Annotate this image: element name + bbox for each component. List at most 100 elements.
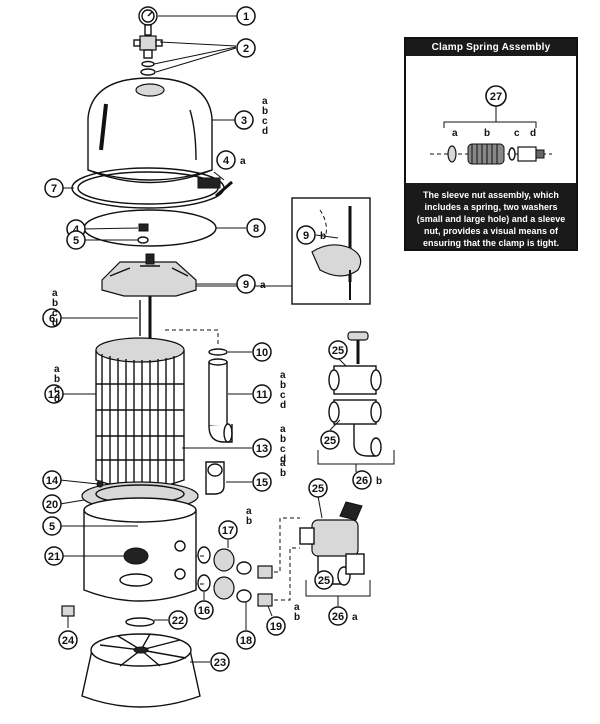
callout-variant-b: b: [262, 106, 268, 117]
callout-circle: [246, 218, 266, 238]
inset-label-c: c: [514, 128, 520, 139]
callout-circle: [252, 384, 272, 404]
inset-caption: The sleeve nut assembly, which includes …: [406, 183, 576, 249]
callout-number: 5: [73, 235, 79, 247]
callout-variant-b: b: [52, 298, 58, 309]
outlet-elbow-drawing: [205, 461, 225, 495]
callout-5: 5: [42, 516, 62, 536]
callout-circle: [194, 600, 214, 620]
callout-number: 25: [312, 483, 324, 495]
callout-number: 12: [48, 389, 60, 401]
callout-14: 14: [42, 470, 62, 490]
callout-21: 21: [44, 546, 64, 566]
callout-circle: [352, 470, 372, 490]
callout-circle: [44, 384, 64, 404]
callout-circle: [218, 520, 238, 540]
nut-washer-drawing: [137, 223, 149, 244]
bulkhead-fittings-drawing: [197, 546, 273, 607]
callout-variant-d: d: [52, 318, 58, 329]
tank-base-drawing: [81, 633, 201, 708]
callout-variant-a: a: [52, 288, 58, 299]
callout-variant-b: b: [280, 380, 286, 391]
callout-variant-b: b: [54, 374, 60, 385]
callout-number: 4: [73, 224, 80, 236]
callout-number: 21: [48, 551, 60, 563]
callout-variant-a: a: [280, 424, 286, 435]
tank-body-drawing: [83, 497, 197, 602]
callout-circle: [66, 230, 86, 250]
elbow-pipe-drawing: [208, 358, 233, 443]
callout-circle: [216, 150, 236, 170]
callout-circle: [320, 430, 340, 450]
callout-variant-b: b: [294, 612, 300, 623]
callout-24: 24: [58, 630, 78, 650]
callout-number: 26: [332, 611, 344, 623]
callout-number: 25: [324, 435, 336, 447]
callout-7: 7: [44, 178, 64, 198]
callout-number: 23: [214, 657, 226, 669]
callout-number: 14: [46, 475, 59, 487]
callout-number: 16: [198, 605, 210, 617]
drain-cap-drawing: [125, 617, 155, 627]
callout-25: 25: [328, 340, 348, 360]
callout-number: 8: [253, 223, 259, 235]
inset-label-b: b: [484, 128, 490, 139]
clamp-spring-drawing: 27 a b c d: [430, 85, 552, 165]
callout-number: 22: [172, 615, 184, 627]
callout-variant-b: b: [280, 468, 286, 479]
callout-circle: [44, 178, 64, 198]
callout-10: 10: [252, 342, 272, 362]
filter-grid-drawing: [95, 337, 185, 490]
callout-circle: [42, 308, 62, 328]
callout-variant-a: a: [246, 506, 252, 517]
callout-number: 6: [49, 313, 55, 325]
tank-o-ring-drawing: [83, 209, 217, 247]
callout-25: 25: [320, 430, 340, 450]
inset-part-number: 27: [490, 91, 502, 103]
callout-number: 11: [256, 389, 268, 401]
callout-variant-a: a: [262, 96, 268, 107]
callout-1: 1: [236, 6, 256, 26]
callout-circle: [266, 616, 286, 636]
callout-circle: [236, 630, 256, 650]
callout-circle: [44, 546, 64, 566]
callout-variant-b: b: [320, 231, 326, 242]
callout-number: 3: [241, 115, 247, 127]
pressure-gauge-drawing: [138, 6, 158, 36]
callout-variant-d: d: [262, 126, 268, 137]
callout-number: 24: [62, 635, 75, 647]
callout-circle: [210, 652, 230, 672]
callout-number: 9: [303, 230, 309, 242]
callout-variant-c: c: [262, 116, 268, 127]
callout-circle: [42, 470, 62, 490]
callout-variant-c: c: [280, 390, 286, 401]
clamp-bolt-drawing: [215, 180, 233, 198]
callout-8: 8: [246, 218, 266, 238]
callout-circle: [308, 478, 328, 498]
callout-circle: [252, 472, 272, 492]
callout-variant-b: b: [280, 434, 286, 445]
callout-variant-a: a: [240, 156, 246, 167]
callout-number: 5: [49, 521, 55, 533]
callout-circle: [252, 438, 272, 458]
callout-variant-d: d: [280, 400, 286, 411]
inset-label-a: a: [452, 128, 458, 139]
callout-variant-a: a: [54, 364, 60, 375]
callout-circle: [42, 516, 62, 536]
tank-lid-drawing: [87, 77, 213, 184]
callout-number: 1: [243, 11, 249, 23]
callout-variant-c: c: [52, 308, 58, 319]
callout-16: 16: [194, 600, 214, 620]
callout-number: 15: [256, 477, 268, 489]
manifold-detail-box: [196, 197, 371, 305]
callout-variant-c: c: [280, 444, 286, 455]
leader-lines: [59, 15, 347, 663]
